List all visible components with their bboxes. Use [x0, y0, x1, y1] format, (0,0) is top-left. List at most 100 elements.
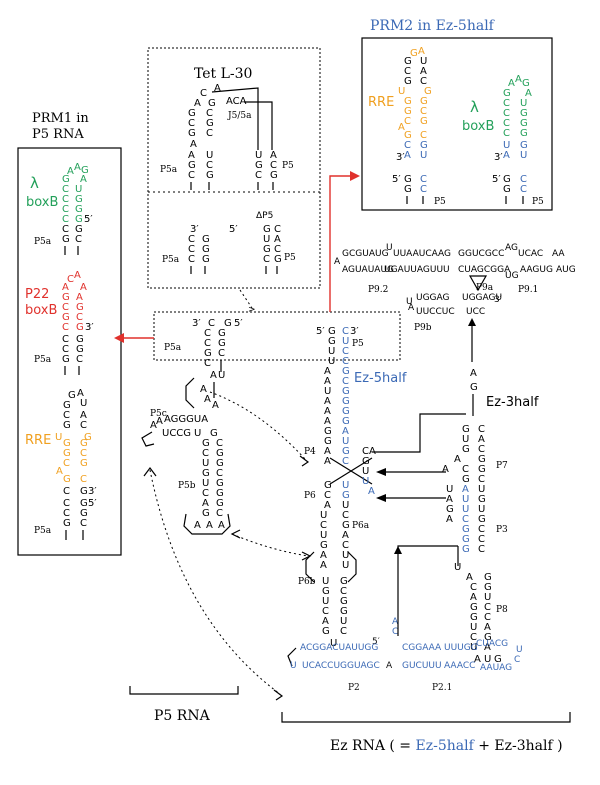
svg-text:G: G [342, 490, 350, 501]
svg-text:G: G [68, 390, 76, 401]
svg-text:5′: 5′ [392, 174, 401, 185]
p5-rna-caption: P5 RNA [154, 708, 211, 724]
svg-text:G: G [324, 436, 332, 447]
svg-text:G: G [484, 572, 492, 583]
svg-text:C: C [420, 106, 427, 117]
svg-text:GCGUAUG: GCGUAUG [342, 249, 389, 259]
svg-text:U: U [454, 562, 461, 573]
svg-text:U: U [202, 478, 209, 489]
three-prime-mark-2: 3′ [88, 486, 97, 497]
svg-text:GUCUUU: GUCUUU [402, 661, 442, 671]
svg-text:C: C [420, 130, 427, 141]
p2-1-label: P2.1 [432, 683, 452, 693]
three-prime-mark: 3′ [85, 322, 94, 333]
boxb-label: boxB [26, 195, 58, 210]
prm2-p5-label-1: P5 [434, 197, 446, 207]
svg-text:ACGGACUAUUGG: ACGGACUAUUGG [300, 643, 378, 653]
svg-text:C: C [63, 458, 70, 469]
svg-text:G: G [216, 448, 224, 459]
svg-text:C: C [342, 510, 349, 521]
svg-text:C: C [80, 518, 87, 529]
svg-text:G: G [462, 524, 470, 535]
svg-text:G: G [202, 468, 210, 479]
svg-text:U: U [470, 642, 477, 653]
svg-text:G: G [63, 420, 71, 431]
svg-text:CUACG: CUACG [476, 639, 508, 649]
svg-text:C: C [75, 234, 82, 245]
svg-text:G: G [76, 344, 84, 355]
svg-text:C: C [478, 444, 485, 455]
svg-text:C: C [63, 486, 70, 497]
svg-text:C: C [404, 116, 411, 127]
p9a-label: P9a [476, 283, 494, 293]
prm2-box [361, 37, 553, 211]
five-prime-mark: 5′ [84, 214, 93, 225]
svg-text:G: G [462, 424, 470, 435]
svg-text:A: A [470, 368, 477, 379]
svg-text:C: C [420, 174, 427, 185]
svg-text:U: U [320, 510, 327, 521]
svg-text:A: A [470, 592, 477, 603]
svg-text:A: A [218, 520, 225, 531]
svg-text:A: A [67, 166, 74, 177]
svg-text:G: G [75, 214, 83, 225]
svg-text:G: G [520, 108, 528, 119]
svg-text:U: U [342, 500, 349, 511]
svg-text:A: A [324, 406, 331, 417]
ez3half-label: Ez-3half [486, 395, 539, 410]
svg-text:G: G [404, 96, 412, 107]
svg-text:C: C [322, 606, 329, 617]
svg-text:A: A [454, 454, 461, 465]
lambda-label: λ [30, 174, 39, 192]
svg-text:C: C [478, 534, 485, 545]
svg-text:AUG: AUG [556, 265, 576, 275]
svg-text:A: A [324, 376, 331, 387]
svg-text:U: U [80, 398, 87, 409]
svg-text:C: C [484, 602, 491, 613]
svg-text:A: A [80, 174, 87, 185]
svg-text:G: G [84, 432, 92, 443]
svg-text:G: G [470, 612, 478, 623]
svg-text:3′: 3′ [494, 295, 502, 305]
svg-text:G: G [342, 366, 350, 377]
svg-text:G: G [63, 438, 71, 449]
svg-text:C: C [470, 632, 477, 643]
p5a-label-2: P5a [34, 355, 52, 365]
svg-text:U: U [420, 150, 427, 161]
svg-text:C: C [204, 338, 211, 349]
svg-text:G: G [208, 98, 216, 109]
svg-text:UCCG: UCCG [162, 428, 191, 439]
svg-text:3′: 3′ [192, 318, 201, 329]
svg-text:U: U [322, 596, 329, 607]
svg-text:U: U [206, 150, 213, 161]
p9-2-label: P9.2 [368, 285, 388, 295]
svg-text:C: C [514, 655, 520, 665]
svg-text:G: G [494, 654, 502, 665]
delta-p5-label: ΔP5 [256, 211, 273, 221]
tet-title: Tet L-30 [194, 66, 252, 82]
svg-text:ACA: ACA [226, 96, 247, 107]
svg-text:C: C [478, 474, 485, 485]
svg-text:G: G [274, 254, 282, 265]
svg-text:C: C [520, 184, 527, 195]
svg-text:C: C [478, 424, 485, 435]
svg-text:A: A [150, 420, 157, 431]
svg-text:UG: UG [505, 271, 519, 281]
svg-text:C: C [342, 456, 349, 467]
svg-text:AAACC: AAACC [444, 661, 475, 671]
svg-text:U: U [75, 184, 82, 195]
svg-text:G: G [420, 116, 428, 127]
prm2-rre-label: RRE [368, 95, 394, 110]
svg-text:C: C [80, 448, 87, 459]
svg-text:G: G [342, 520, 350, 531]
svg-text:A: A [320, 560, 327, 571]
svg-text:A: A [274, 234, 281, 245]
svg-text:C: C [62, 204, 69, 215]
svg-text:G: G [76, 334, 84, 345]
svg-text:G: G [63, 474, 71, 485]
svg-text:G: G [324, 426, 332, 437]
svg-text:C: C [188, 234, 195, 245]
svg-text:G: G [520, 140, 528, 151]
